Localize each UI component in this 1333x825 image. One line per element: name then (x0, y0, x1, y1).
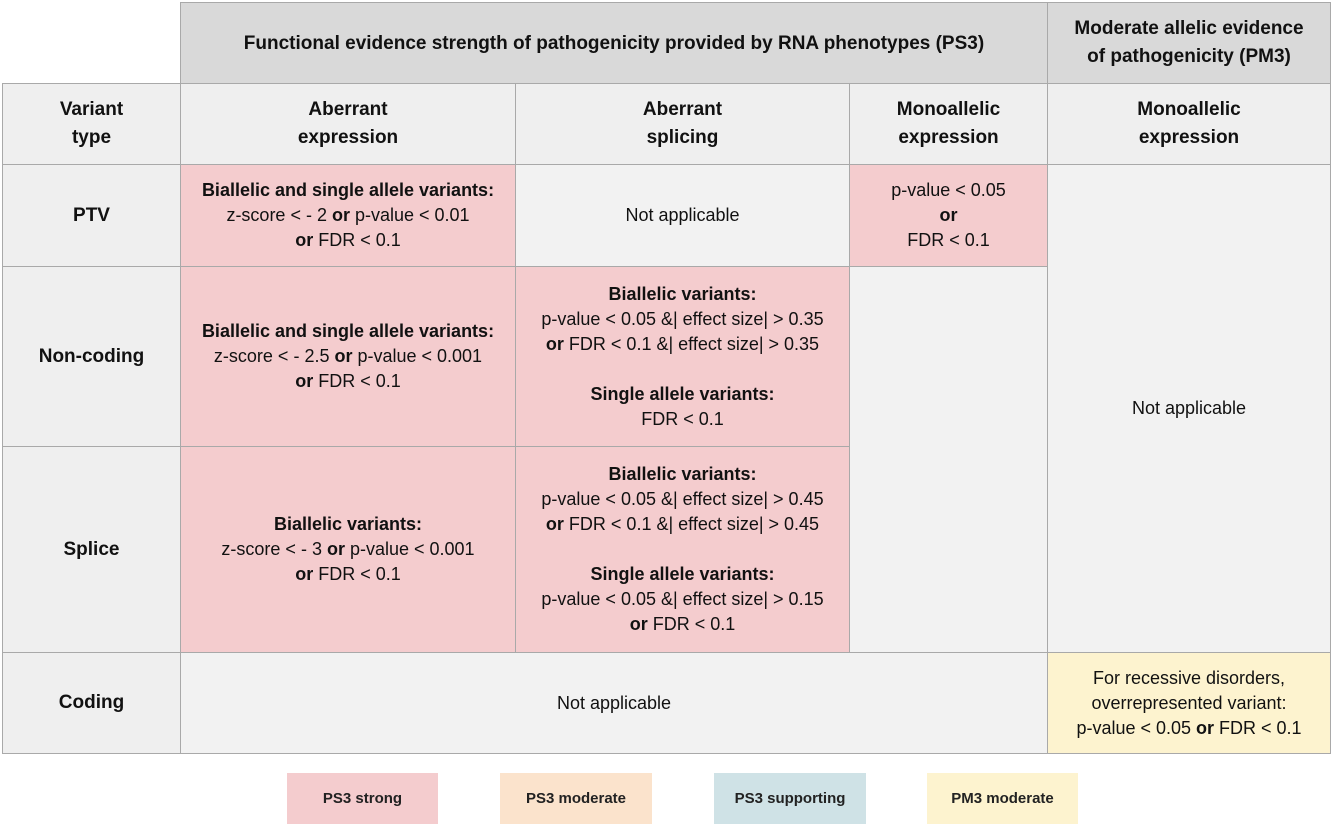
ptv-aberrant-splicing-cell: Not applicable (515, 164, 850, 267)
coding-pm3-line1: For recessive disorders, (1092, 667, 1286, 688)
nc-as-title2: Single allele variants: (590, 383, 775, 404)
legend-ps3-supporting-label: PS3 supporting (734, 790, 846, 807)
coding-pm3-line2: overrepresented variant: (1091, 692, 1287, 713)
noncoding-aberrant-splicing-cell: Biallelic variants: p-value < 0.05 &| ef… (515, 266, 850, 447)
row-label-ptv: PTV (2, 164, 181, 267)
legend-ps3-strong-label: PS3 strong (322, 790, 403, 807)
legend-ps3-moderate: PS3 moderate (500, 773, 652, 824)
sp-as-title1: Biallelic variants: (608, 464, 757, 484)
monoallelic-pm3-line1: Monoallelic (1137, 99, 1241, 120)
aberrant-expression-header: Aberrant expression (180, 83, 516, 165)
coding-pm3-line3: p-value < 0.05 or FDR < 0.1 (1076, 717, 1302, 738)
pm3-na-text: Not applicable (1131, 398, 1247, 418)
nc-as-line1: p-value < 0.05 &| effect size| > 0.35 (541, 308, 824, 329)
monoallelic-ps3-empty-cell (849, 266, 1048, 653)
row-label-ptv-text: PTV (73, 204, 110, 226)
aberrant-splicing-line2: splicing (646, 127, 719, 148)
monoallelic-ps3-line2: expression (898, 127, 999, 148)
noncoding-aberrant-expression-cell: Biallelic and single allele variants: z-… (180, 266, 516, 447)
ptv-me-line2: FDR < 0.1 (907, 230, 990, 250)
variant-type-line2: type (71, 127, 112, 148)
nc-ae-line1: z-score < - 2.5 or p-value < 0.001 (213, 346, 483, 366)
legend-ps3-supporting: PS3 supporting (714, 773, 866, 824)
splice-aberrant-splicing-cell: Biallelic variants: p-value < 0.05 &| ef… (515, 446, 850, 653)
nc-as-line3: FDR < 0.1 (641, 408, 724, 429)
ptv-me-line1: p-value < 0.05 (891, 180, 1006, 200)
sp-as-line4: or FDR < 0.1 (629, 614, 736, 634)
sp-as-title2: Single allele variants: (590, 564, 775, 584)
pm3-header-line1: Moderate allelic evidence (1074, 18, 1304, 39)
monoallelic-ps3-line1: Monoallelic (896, 99, 1001, 120)
ptv-monoallelic-expression-cell: p-value < 0.05 or FDR < 0.1 (849, 164, 1048, 267)
coding-pm3-cell: For recessive disorders, overrepresented… (1047, 652, 1331, 754)
nc-as-title1: Biallelic variants: (608, 283, 757, 304)
row-label-noncoding: Non-coding (2, 266, 181, 447)
variant-type-line1: Variant (59, 99, 124, 120)
sp-ae-line2: or FDR < 0.1 (295, 564, 401, 584)
ptv-ae-line1: z-score < - 2 or p-value < 0.01 (226, 205, 470, 225)
aberrant-splicing-line1: Aberrant (642, 99, 723, 120)
ptv-ae-line2: or FDR < 0.1 (295, 230, 401, 250)
sp-as-line2: or FDR < 0.1 &| effect size| > 0.45 (545, 514, 820, 534)
monoallelic-expression-pm3-header: Monoallelic expression (1047, 83, 1331, 165)
aberrant-expression-line1: Aberrant (308, 99, 388, 120)
row-label-coding-text: Coding (58, 692, 125, 713)
splice-aberrant-expression-cell: Biallelic variants: z-score < - 3 or p-v… (180, 446, 516, 653)
monoallelic-expression-ps3-header: Monoallelic expression (849, 83, 1048, 165)
nc-as-line2: or FDR < 0.1 &| effect size| > 0.35 (545, 333, 820, 354)
legend-pm3-moderate-label: PM3 moderate (951, 790, 1054, 807)
row-label-splice: Splice (2, 446, 181, 653)
ptv-aberrant-expression-cell: Biallelic and single allele variants: z-… (180, 164, 516, 267)
row-label-splice-text: Splice (63, 538, 120, 560)
aberrant-expression-line2: expression (297, 127, 399, 148)
variant-type-header: Variant type (2, 83, 181, 165)
legend-pm3-moderate: PM3 moderate (927, 773, 1078, 824)
nc-ae-line2: or FDR < 0.1 (295, 371, 401, 391)
row-label-coding: Coding (2, 652, 181, 754)
ptv-ae-title: Biallelic and single allele variants: (201, 180, 495, 200)
pm3-header-line2: of pathogenicity (PM3) (1087, 46, 1291, 67)
monoallelic-pm3-line2: expression (1138, 127, 1240, 148)
sp-ae-line1: z-score < - 3 or p-value < 0.001 (221, 539, 475, 559)
sp-as-line1: p-value < 0.05 &| effect size| > 0.45 (541, 489, 824, 509)
ptv-me-or: or (939, 205, 958, 225)
ps3-header: Functional evidence strength of pathogen… (180, 2, 1048, 84)
aberrant-splicing-header: Aberrant splicing (515, 83, 850, 165)
row-label-noncoding-text: Non-coding (38, 345, 145, 367)
coding-na-text: Not applicable (556, 692, 672, 713)
coding-ps3-na-cell: Not applicable (180, 652, 1048, 754)
nc-ae-title: Biallelic and single allele variants: (201, 321, 495, 341)
pm3-header: Moderate allelic evidence of pathogenici… (1047, 2, 1331, 84)
sp-as-line3: p-value < 0.05 &| effect size| > 0.15 (541, 589, 824, 609)
ptv-as-text: Not applicable (625, 205, 740, 225)
legend-ps3-moderate-label: PS3 moderate (525, 790, 627, 807)
pm3-monoallelic-na-cell: Not applicable (1047, 164, 1331, 653)
ps3-header-text: Functional evidence strength of pathogen… (243, 32, 985, 54)
sp-ae-title: Biallelic variants: (273, 514, 423, 534)
legend-ps3-strong: PS3 strong (287, 773, 438, 824)
